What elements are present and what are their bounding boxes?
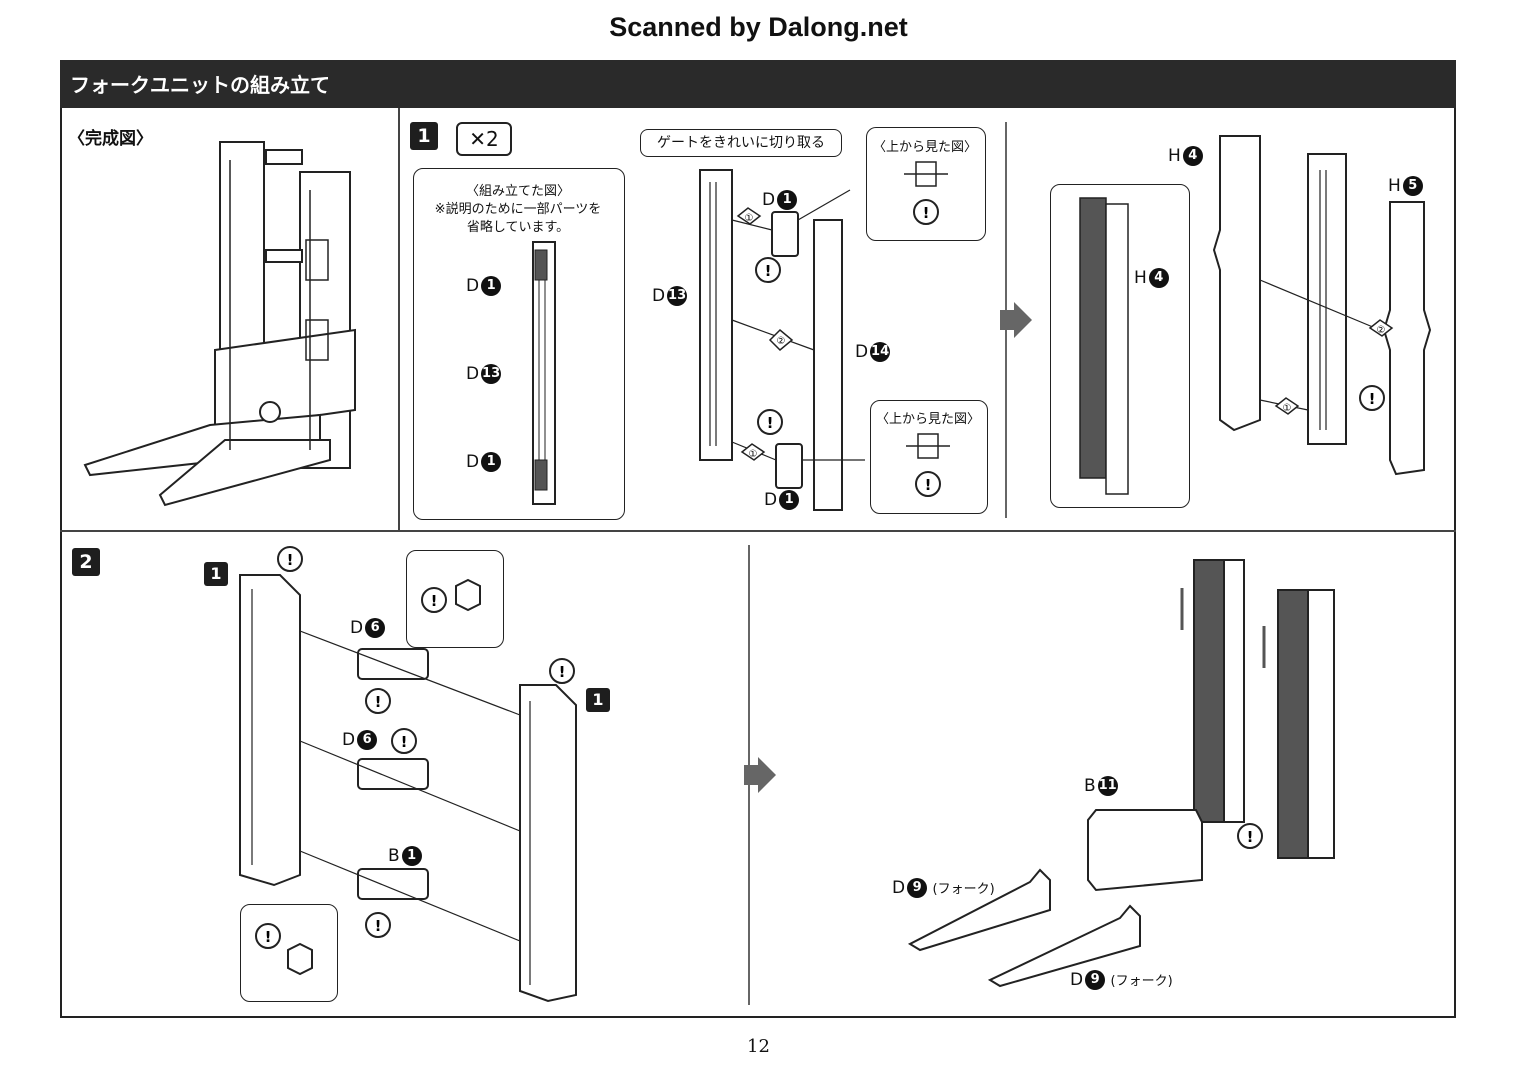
svg-text:!: ! [375,693,382,711]
svg-text:!: ! [559,663,566,681]
assembled-rail-illustration [532,241,556,505]
svg-text:①: ① [745,213,754,224]
gate-note: ゲートをきれいに切り取る [640,129,842,157]
hex-detail-1: ! [421,578,481,613]
svg-text:!: ! [767,414,774,432]
svg-text:!: ! [925,476,932,494]
row-divider [60,530,1456,532]
svg-text:!: ! [401,733,408,751]
rail-detail-illustration [1079,197,1129,495]
assembled-caption-3: 省略しています。 [466,220,570,235]
svg-text:!: ! [287,551,294,569]
step-2-ref-right: 1 [586,688,610,712]
svg-text:①: ① [749,449,758,460]
top-view-caption-1: 〈上から見た図〉 [872,140,977,155]
hex-detail-2: ! [255,923,313,976]
svg-text:!: ! [265,928,272,946]
svg-text:!: ! [923,204,930,222]
completed-forklift-illustration [83,141,356,507]
page-number: 12 [747,1036,770,1057]
svg-text:①: ① [1283,403,1292,414]
svg-text:②: ② [777,336,786,347]
step-1-rail-assembly-illustration: ① ② ① ! ! [699,169,865,511]
assembled-view-box [413,168,625,520]
top-view-diagram-1: ! [904,161,948,225]
step-1-multiplier: ✕2 [456,122,512,156]
next-arrow-1 [1000,302,1032,338]
step-1-frame-assembly-illustration: ② ① ! [1212,135,1432,476]
top-view-caption-2: 〈上から見た図〉 [875,412,980,427]
svg-text:!: ! [431,592,438,610]
assembled-caption-1: 〈組み立てた図〉 [465,184,570,199]
next-arrow-2 [744,757,776,793]
assembled-caption-2: ※説明のために一部パーツを [434,202,602,217]
step-2-final-assembly-illustration: ! [907,559,1335,988]
svg-text:②: ② [1377,325,1386,336]
svg-text:!: ! [375,917,382,935]
completed-label: 〈完成図〉 [68,129,153,149]
col-divider-1 [398,108,400,530]
top-view-diagram-2: ! [906,433,950,497]
svg-text:!: ! [765,262,772,280]
svg-text:!: ! [1247,828,1254,846]
svg-text:!: ! [1369,390,1376,408]
step-1-badge: 1 [410,122,438,150]
step-2-ref-left: 1 [204,562,228,586]
scan-credit: Scanned by Dalong.net [609,12,908,42]
step-2-badge: 2 [72,548,100,576]
step-2-connector-illustration: ! ! ! ! ! [239,546,577,1003]
section-title: フォークユニットの組み立て [60,60,1456,108]
